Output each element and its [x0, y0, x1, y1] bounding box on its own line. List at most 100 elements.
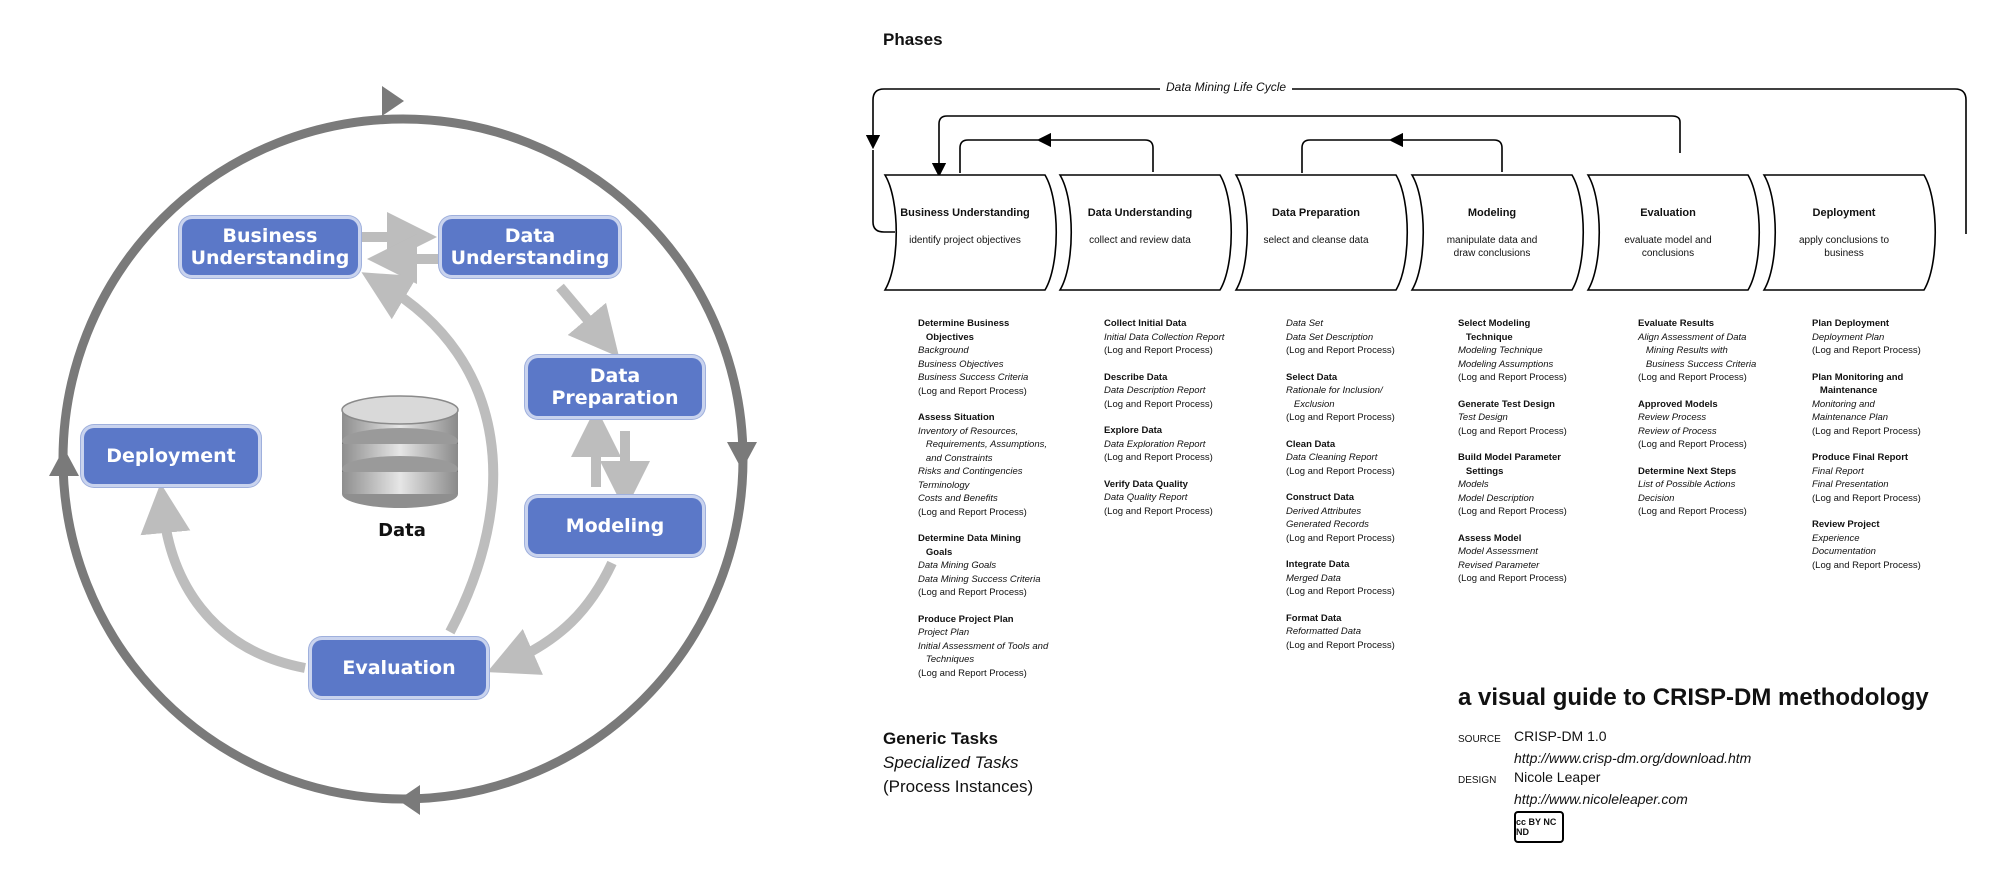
output-item: Revised Parameter — [1458, 559, 1540, 571]
task-name: Evaluate Results — [1638, 318, 1715, 329]
task-name: Integrate Data — [1286, 559, 1350, 570]
process-instance: (Log and Report Process) — [918, 587, 1027, 598]
output-item: Test Design — [1458, 412, 1508, 423]
output-item: Data Set Description — [1286, 331, 1374, 343]
task-name: Explore Data — [1104, 425, 1163, 436]
legend-generic: Generic Tasks — [883, 729, 998, 748]
phases-title: Phases — [883, 30, 943, 49]
legend-process: (Process Instances) — [883, 777, 1034, 796]
task-name: Format Data — [1286, 612, 1342, 624]
output-item: Reformatted Data — [1286, 626, 1361, 637]
process-instance: (Log and Report Process) — [1812, 345, 1921, 356]
specialized-outputs: Reformatted Data — [1286, 625, 1436, 639]
chevron-evaluation — [1586, 174, 1761, 291]
process-instance: (Log and Report Process) — [1104, 505, 1213, 517]
output-item: Monitoring and — [1812, 398, 1875, 410]
output-item: Final Presentation — [1812, 479, 1889, 490]
task-name: Determine Next Steps — [1638, 465, 1737, 477]
task-name: Review Project — [1812, 519, 1880, 530]
specialized-outputs: Initial Data Collection Report — [1104, 331, 1254, 345]
task-name: Approved Models — [1638, 398, 1718, 410]
task-name: Build Model Parameter Settings — [1458, 452, 1561, 477]
specialized-outputs: Data Cleaning Report — [1286, 451, 1436, 465]
task-name: Determine Business Objectives — [918, 318, 1010, 343]
process-instance: (Log and Report Process) — [1286, 586, 1395, 597]
output-item: Review Process — [1638, 412, 1707, 423]
specialized-outputs: Merged Data — [1286, 572, 1436, 586]
output-item: Mining Results with — [1638, 345, 1728, 356]
phase-description: collect and review data — [1089, 235, 1191, 246]
phase-name: Modeling — [1467, 207, 1517, 219]
task-name: Produce Final Report — [1812, 452, 1909, 463]
chevron-modeling — [1410, 174, 1585, 291]
output-item: Data Mining Success Criteria — [918, 573, 1041, 585]
task-name: Assess Situation — [918, 412, 995, 423]
design-url[interactable]: http://www.nicoleleaper.com — [1514, 791, 1688, 807]
process-instance: (Log and Report Process) — [1286, 465, 1395, 477]
task-name: Clean Data — [1286, 438, 1336, 450]
process-instance: (Log and Report Process) — [1458, 425, 1567, 437]
process-instance: (Log and Report Process) — [1286, 532, 1395, 544]
output-item: Project Plan — [918, 627, 970, 638]
output-item: Data Set — [1286, 318, 1323, 329]
output-item: Model Assessment — [1458, 546, 1538, 557]
task-name: Collect Initial Data — [1104, 318, 1187, 329]
legend: Generic Tasks Specialized Tasks (Process… — [883, 727, 1033, 799]
task-name: Select Data — [1286, 371, 1338, 383]
output-item: Data Mining Goals — [918, 560, 997, 571]
phase-description: identify project objectives — [909, 235, 1021, 246]
process-instance: (Log and Report Process) — [918, 506, 1027, 518]
chevron-data-preparation — [1234, 174, 1409, 291]
chevron-business — [883, 174, 1058, 291]
legend-specialized: Specialized Tasks — [883, 753, 1019, 772]
output-item: Exclusion — [1286, 398, 1335, 410]
process-instance: (Log and Report Process) — [1638, 439, 1747, 450]
chevron-data-understanding — [1058, 174, 1233, 291]
output-item: Inventory of Resources, — [918, 425, 1019, 437]
lifecycle-label: Data Mining Life Cycle — [1160, 80, 1293, 94]
database-label: Data — [378, 520, 426, 541]
source-url[interactable]: http://www.crisp-dm.org/download.htm — [1514, 750, 1752, 766]
phase-name: Data Preparation — [1271, 207, 1361, 219]
output-item: Terminology — [918, 479, 970, 491]
output-item: Background — [918, 345, 969, 356]
source-value: CRISP-DM 1.0 — [1514, 728, 1607, 744]
process-instance: (Log and Report Process) — [1104, 398, 1213, 410]
output-item: Initial Assessment of Tools and — [918, 640, 1049, 652]
specialized-outputs: Test Design — [1458, 411, 1608, 425]
output-item: Data Exploration Report — [1104, 438, 1206, 450]
output-item: Derived Attributes — [1286, 505, 1362, 517]
inner-arrows — [140, 212, 650, 675]
